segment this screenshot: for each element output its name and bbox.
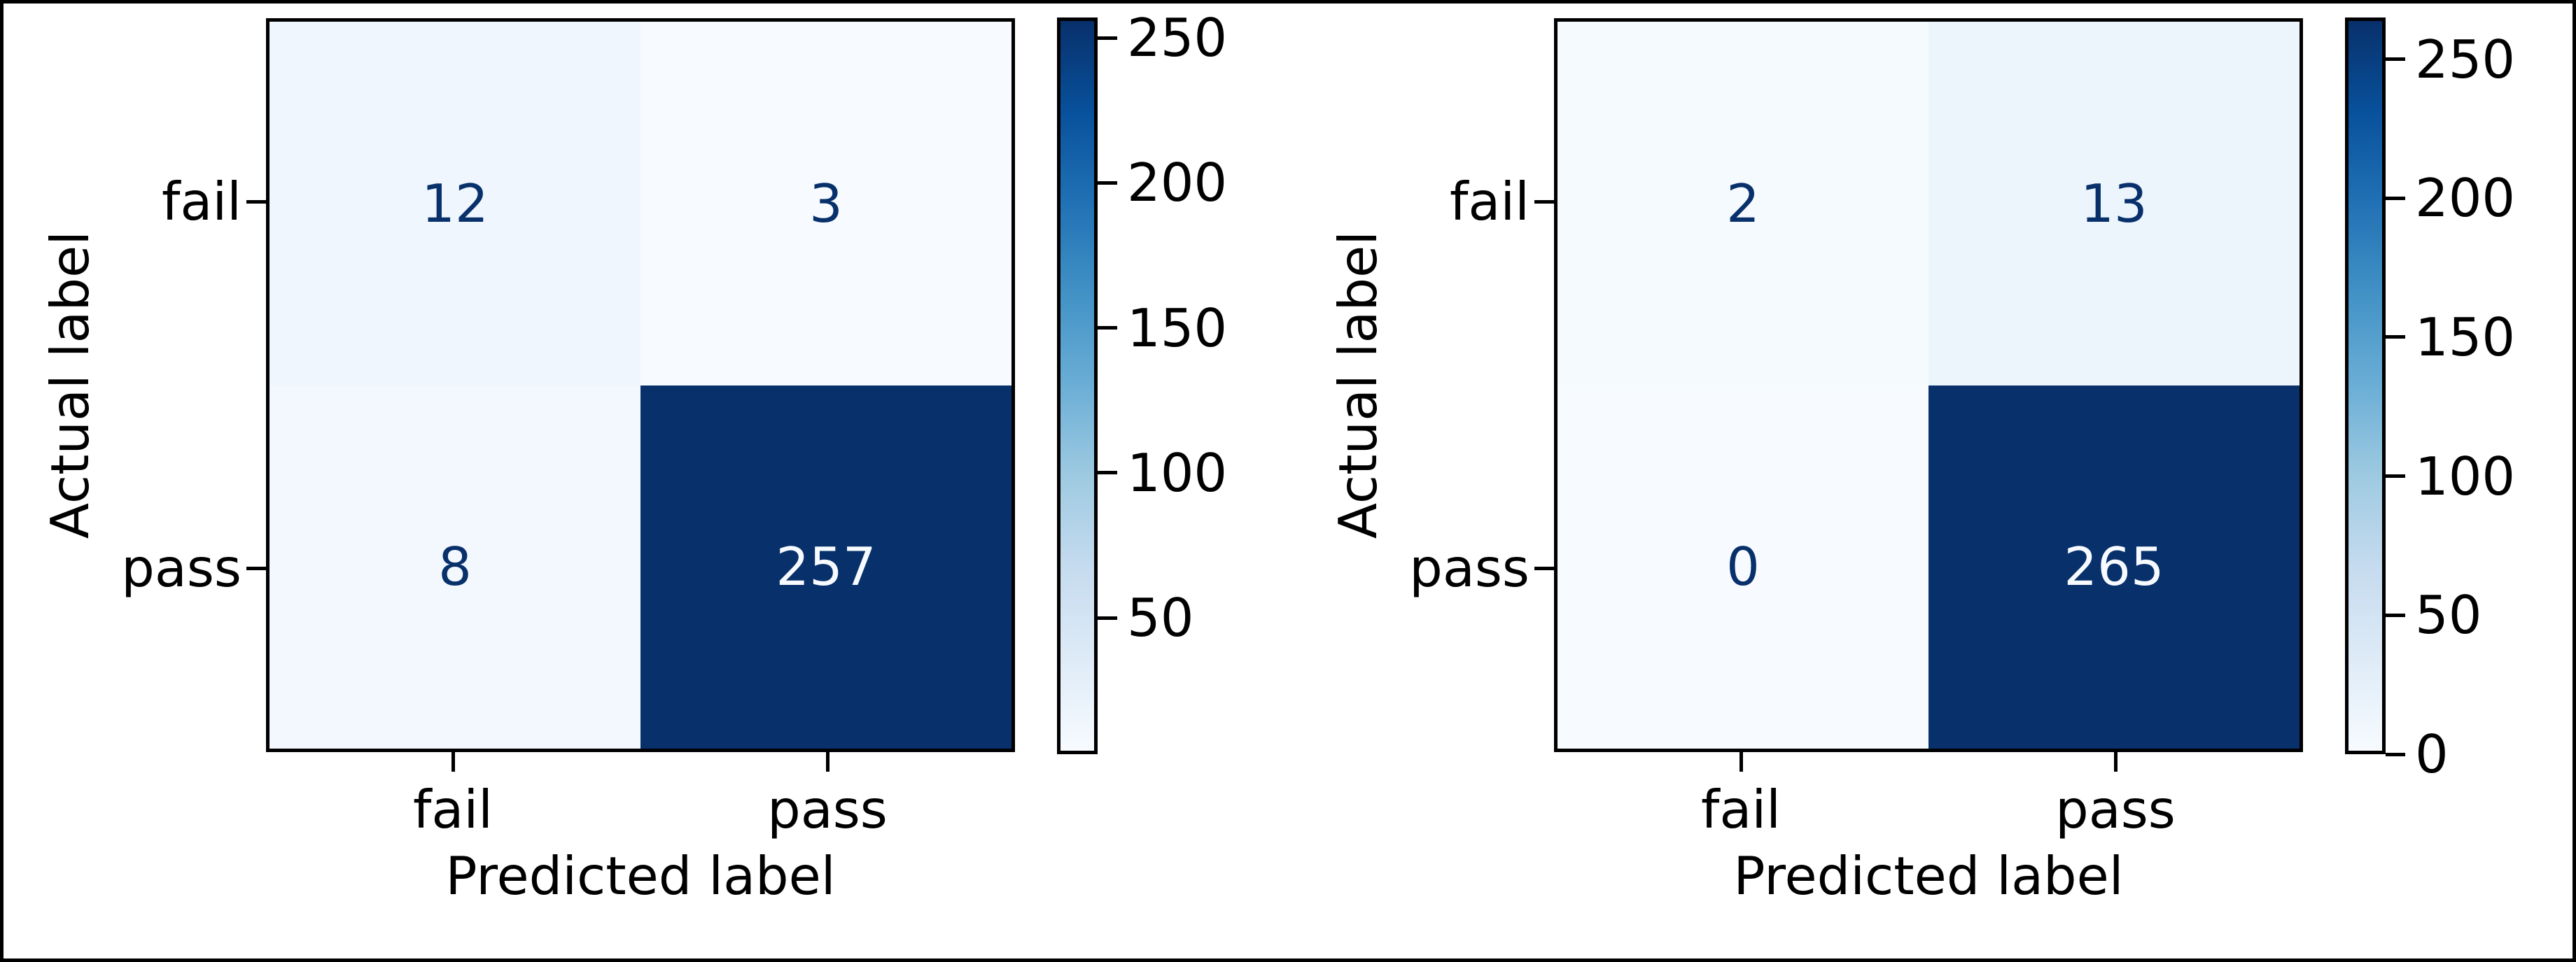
x-tick-label-fail: fail: [412, 779, 493, 840]
y-axis-title: Actual label: [39, 230, 101, 539]
y-tick-mark: [246, 567, 266, 570]
y-tick-mark: [1534, 200, 1554, 204]
matrix-cell-pass-pass: 257: [640, 385, 1011, 749]
heatmap-grid: 2 13 0 265: [1554, 18, 2303, 752]
colorbar-tick-label: 200: [2415, 167, 2516, 229]
y-tick-label-pass: pass: [1409, 537, 1530, 599]
colorbar-tick-mark: [1098, 181, 1117, 185]
x-axis-title: Predicted label: [1733, 845, 2124, 907]
colorbar-tick-label: 150: [2415, 306, 2516, 368]
matrix-cell-fail-fail: 2: [1558, 22, 1928, 385]
matrix-cell-pass-fail: 8: [270, 385, 640, 749]
colorbar-tick-mark: [2386, 613, 2405, 617]
colorbar-tick-mark: [2386, 57, 2405, 62]
y-tick-label-fail: fail: [1449, 171, 1530, 232]
cell-value: 2: [1726, 172, 1760, 234]
matrix-cell-pass-fail: 0: [1558, 385, 1928, 749]
x-tick-mark: [451, 752, 455, 772]
y-axis-title: Actual label: [1327, 230, 1389, 539]
heatmap-grid: 12 3 8 257: [266, 18, 1015, 752]
y-tick-mark: [246, 200, 266, 204]
x-tick-label-pass: pass: [767, 779, 888, 840]
matrix-cell-pass-pass: 265: [1928, 385, 2300, 749]
cell-value: 257: [776, 536, 876, 598]
matrix-cell-fail-pass: 3: [640, 22, 1011, 385]
colorbar-tick-label: 100: [2415, 445, 2516, 507]
colorbar: [1057, 17, 1098, 754]
colorbar-tick-mark: [2386, 474, 2405, 479]
x-tick-label-pass: pass: [2055, 779, 2176, 840]
cell-value: 3: [809, 172, 843, 234]
colorbar-tick-label: 250: [1127, 7, 1228, 69]
x-tick-label-fail: fail: [1700, 779, 1782, 840]
y-tick-mark: [1534, 567, 1554, 570]
y-tick-label-pass: pass: [121, 537, 241, 599]
colorbar-tick-label: 50: [1127, 587, 1194, 649]
colorbar-tick-mark: [1098, 36, 1117, 40]
cell-value: 12: [421, 172, 489, 234]
matrix-cell-fail-fail: 12: [270, 22, 640, 385]
colorbar-tick-mark: [1098, 326, 1117, 330]
colorbar-tick-label: 250: [2415, 28, 2516, 90]
cell-value: 13: [2080, 172, 2148, 234]
colorbar: [2345, 17, 2386, 754]
colorbar-tick-mark: [2386, 752, 2405, 756]
confusion-matrix-panel-left: Actual label fail pass 12 3 8 257 fail pass…: [4, 3, 1292, 959]
matrix-cell-fail-pass: 13: [1928, 22, 2300, 385]
colorbar-tick-label: 50: [2415, 584, 2482, 646]
cell-value: 265: [2064, 536, 2164, 598]
colorbar-tick-mark: [2386, 335, 2405, 339]
x-tick-mark: [826, 752, 830, 772]
colorbar-tick-label: 0: [2415, 723, 2449, 785]
colorbar-tick-label: 150: [1127, 297, 1228, 359]
confusion-matrix-panel-right: Actual label fail pass 2 13 0 265 fail pass…: [1292, 3, 2572, 959]
colorbar-tick-mark: [1098, 616, 1117, 620]
colorbar-tick-label: 100: [1127, 441, 1228, 504]
x-tick-mark: [1740, 752, 1743, 772]
x-tick-mark: [2114, 752, 2118, 772]
colorbar-tick-mark: [1098, 471, 1117, 475]
cell-value: 0: [1726, 536, 1760, 598]
x-axis-title: Predicted label: [445, 845, 836, 907]
y-tick-label-fail: fail: [161, 171, 241, 232]
colorbar-tick-label: 200: [1127, 152, 1228, 214]
colorbar-tick-mark: [2386, 196, 2405, 200]
cell-value: 8: [438, 536, 472, 598]
